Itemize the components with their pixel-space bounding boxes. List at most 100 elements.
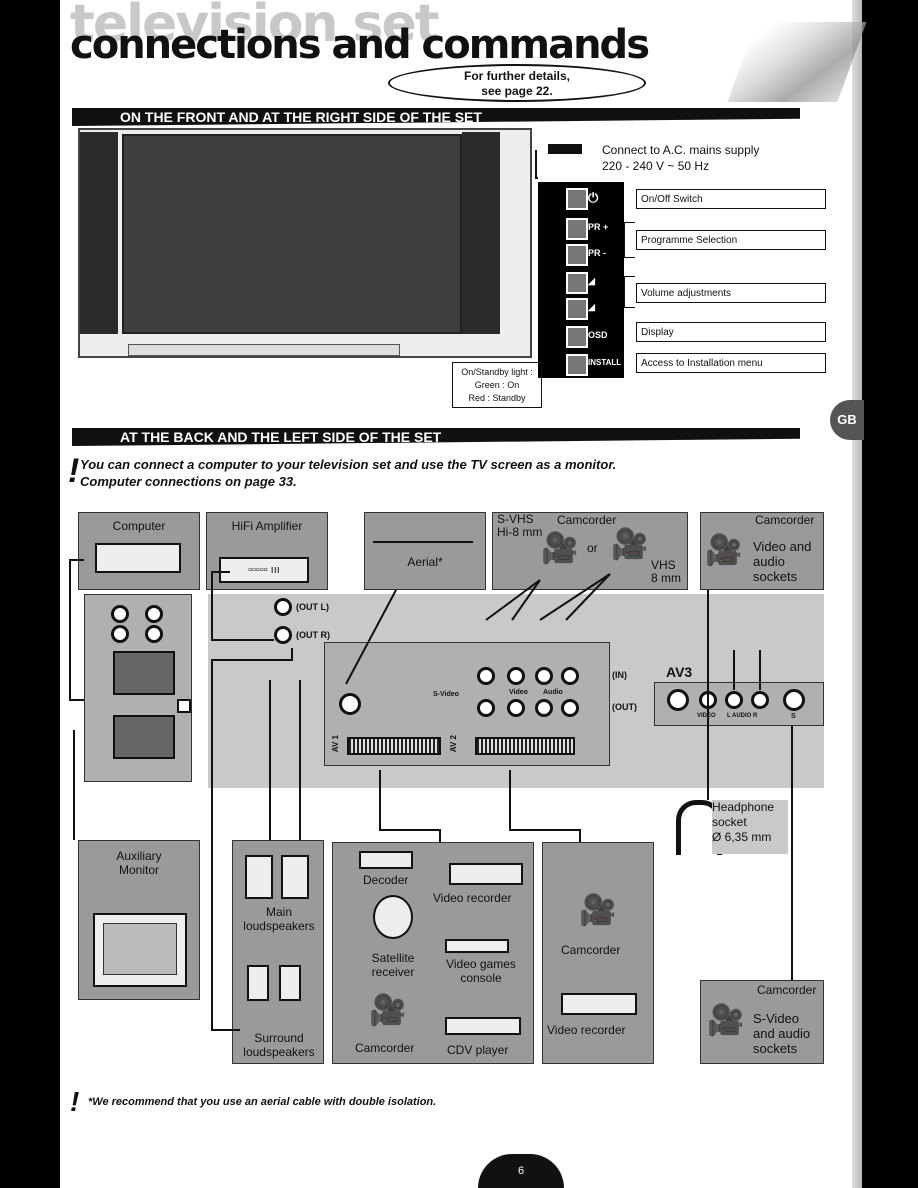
video-audio-line-1: Video and xyxy=(753,539,812,554)
monitor-screen xyxy=(103,923,177,975)
mains-line-1: Connect to A.C. mains supply xyxy=(602,143,760,157)
video-out-socket xyxy=(507,699,525,717)
computer-note: You can connect a computer to your telev… xyxy=(80,456,616,490)
vga-connector xyxy=(113,715,175,759)
av3-audio-label: L AUDIO R xyxy=(727,713,758,719)
games-label: Video games console xyxy=(433,957,529,985)
osd-label: OSD xyxy=(588,330,608,340)
computer-cable xyxy=(69,559,84,701)
speaker-icon xyxy=(279,965,301,1001)
mains-cable xyxy=(535,150,538,179)
video-audio-line-2: audio xyxy=(753,554,785,569)
av3-audio-r-socket xyxy=(751,691,769,709)
camcorder-icon: 🎥 xyxy=(541,532,579,565)
out-r-label: (OUT R) xyxy=(296,630,330,640)
camcorder-av2-label: Camcorder xyxy=(561,943,621,957)
tv-screen xyxy=(122,134,462,334)
page-pretitle: television set xyxy=(70,0,440,54)
aerial-label: Aerial* xyxy=(407,555,443,569)
svideo-small-label: S-Video xyxy=(433,691,459,698)
video-recorder-av2-label: Video recorder xyxy=(547,1023,626,1037)
aux-line-1: Auxiliary xyxy=(116,849,162,863)
out-l-label: (OUT L) xyxy=(296,602,329,612)
headphone-line-2: socket xyxy=(712,815,747,829)
install-function-label: Access to Installation menu xyxy=(636,353,826,373)
pr-plus-button xyxy=(566,218,588,240)
hifi-box: HiFi Amplifier ▫▫▫▫▫ ııı xyxy=(206,512,328,590)
av3-video-label: VIDEO xyxy=(697,713,716,719)
standby-light-note: On/Standby light : Green : On Red : Stan… xyxy=(452,362,542,408)
tv-right-speaker xyxy=(462,132,500,334)
camcorder-icon: 🎥 xyxy=(611,528,649,561)
osd-button xyxy=(566,326,588,348)
hifi-cable xyxy=(211,571,274,641)
aux-monitor-label: Auxiliary Monitor xyxy=(79,849,199,877)
games-console-icon xyxy=(445,939,509,953)
surround-cable xyxy=(211,648,293,1031)
audio-out-socket xyxy=(535,699,553,717)
language-tab: GB xyxy=(830,400,864,440)
av3-label: AV3 xyxy=(666,664,693,680)
video-small-label: Video xyxy=(509,689,528,696)
note-line-1: You can connect a computer to your telev… xyxy=(80,457,617,472)
display-function-label: Display xyxy=(636,322,826,342)
aerial-box: Aerial* xyxy=(364,512,486,590)
games-line-2: console xyxy=(460,971,502,985)
camcorder-right-label: Camcorder xyxy=(755,513,815,527)
note-exclamation-icon: ! xyxy=(68,452,80,490)
camcorder-av-label: Camcorder xyxy=(355,1041,415,1055)
speaker-icon xyxy=(245,855,273,899)
av2-scart-socket xyxy=(475,737,575,755)
camcorder-top-label: Camcorder xyxy=(557,513,617,527)
camcorder-br-label: Camcorder xyxy=(757,983,817,997)
tv-back-panel: S-Video Video Audio AV 1 AV 2 xyxy=(324,642,610,766)
scan-border-left xyxy=(0,0,60,1188)
camcorder-svideo-box: Camcorder 🎥 S-Video and audio sockets xyxy=(700,980,824,1064)
vhs-line-2: 8 mm xyxy=(651,571,681,585)
standby-line-2: Green : On xyxy=(474,380,520,390)
satellite-line-1: Satellite xyxy=(371,951,415,965)
av3-svideo-socket xyxy=(783,689,805,711)
audio-small-label: Audio xyxy=(543,689,563,696)
av3-s-label: S xyxy=(791,713,796,720)
surround-loudspeakers-label: Surround loudspeakers xyxy=(233,1031,325,1059)
volume-up-button xyxy=(566,272,588,294)
svhs-line-2: Hi-8 mm xyxy=(497,525,543,539)
av2-scart-cable xyxy=(509,770,581,842)
audio-socket xyxy=(145,605,163,623)
antenna-icon xyxy=(373,521,473,543)
scan-border-right xyxy=(860,0,918,1188)
computer-connector-panel xyxy=(84,594,192,782)
headphone-line-1: Headphone xyxy=(712,800,775,814)
speaker-icon xyxy=(281,855,309,899)
onoff-function-label: On/Off Switch xyxy=(636,189,826,209)
monitor-icon xyxy=(93,913,187,987)
volume-bracket xyxy=(624,276,635,308)
svhs-line-1: S-VHS xyxy=(497,512,534,526)
headphone-socket xyxy=(667,689,689,711)
or-label: or xyxy=(587,541,598,555)
aerial-socket xyxy=(339,693,361,715)
loudspeakers-box: Main loudspeakers Surround loudspeakers xyxy=(232,840,324,1064)
install-label: INSTALL xyxy=(588,358,622,367)
out-label: (OUT) xyxy=(612,702,637,712)
computer-label: Computer xyxy=(112,519,166,533)
install-button xyxy=(566,354,588,376)
games-line-1: Video games xyxy=(446,957,516,971)
satellite-line-2: receiver xyxy=(371,965,415,979)
out-r-socket xyxy=(274,626,292,644)
computer-icon xyxy=(95,543,181,573)
camcorder-top-box: S-VHS Hi-8 mm Camcorder 🎥 or 🎥 VHS 8 mm xyxy=(492,512,688,590)
mains-plug-icon xyxy=(548,144,582,154)
headphone-label: Headphone socket Ø 6,35 mm xyxy=(712,800,788,854)
mains-line-2: 220 - 240 V ~ 50 Hz xyxy=(602,159,710,173)
av2-devices-box: 🎥 Camcorder Video recorder xyxy=(542,842,654,1064)
vhs-line-1: VHS xyxy=(651,558,676,572)
out-l-socket xyxy=(274,598,292,616)
audio-socket xyxy=(111,605,129,623)
video-recorder-icon xyxy=(561,993,637,1015)
video-recorder-icon xyxy=(449,863,523,885)
camcorder-icon: 🎥 xyxy=(579,894,617,927)
footnote-exclamation-icon: ! xyxy=(70,1086,80,1117)
